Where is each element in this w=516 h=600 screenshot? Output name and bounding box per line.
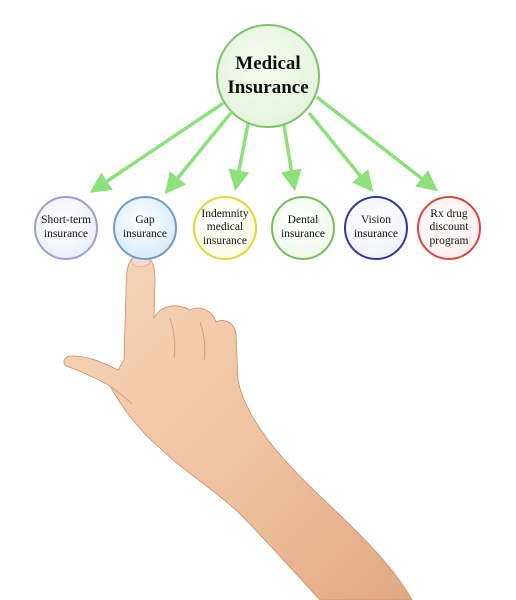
thumb-crease	[109, 385, 133, 405]
forearm-and-hand	[63, 255, 413, 600]
knuckle-crease-2	[199, 321, 206, 361]
arrow-to-short-term	[89, 102, 224, 193]
root-node-label: Medical Insurance	[227, 53, 309, 98]
node-indemnity-medical-insurance: Indemnity medical insurance	[193, 196, 257, 260]
root-node-medical-insurance: Medical Insurance	[216, 24, 320, 128]
pointing-hand-illustration	[63, 254, 413, 600]
node-vision-insurance: Vision insurance	[344, 196, 408, 260]
knuckle-crease	[169, 317, 176, 359]
arrow-to-gap	[164, 112, 232, 195]
node-label-gap: Gap insurance	[122, 214, 168, 240]
node-label-indemnity: Indemnity medical insurance	[201, 207, 249, 247]
node-label-short-term: Short-term insurance	[41, 214, 91, 240]
node-label-dental: Dental insurance	[280, 214, 326, 240]
arrow-to-indemnity	[228, 122, 250, 192]
arrow-to-vision	[308, 112, 374, 193]
arrow-to-dental	[281, 124, 302, 192]
arrow-to-rx	[316, 96, 439, 192]
node-dental-insurance: Dental insurance	[271, 196, 335, 260]
node-rx-drug-discount-program: Rx drug discount program	[417, 196, 481, 260]
node-gap-insurance: Gap insurance	[113, 196, 177, 260]
node-label-rx: Rx drug discount program	[429, 207, 469, 247]
node-short-term-insurance: Short-term insurance	[34, 196, 98, 260]
node-label-vision: Vision insurance	[353, 214, 399, 240]
